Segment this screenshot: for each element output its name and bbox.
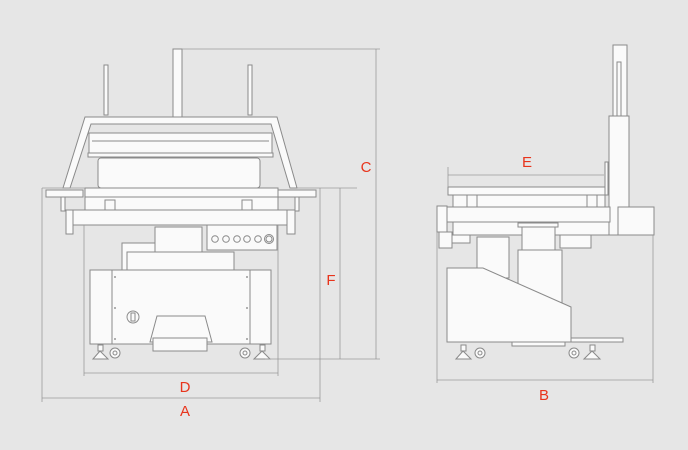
side-lower-frame [446, 206, 611, 223]
right-caster-icon [239, 347, 251, 359]
left-guide-rod [103, 64, 109, 116]
dimension-label-d: D [180, 379, 191, 396]
side-view [436, 44, 655, 360]
side-right-foot-icon [582, 344, 602, 360]
side-work-table [447, 186, 606, 196]
side-left-caster-icon [474, 347, 486, 359]
drawer [149, 315, 213, 343]
side-cabinet [446, 267, 572, 343]
side-column-base [617, 206, 655, 236]
cylinder [521, 226, 556, 251]
left-foot-icon [91, 344, 110, 360]
control-button-2 [222, 235, 230, 243]
dimension-label-e: E [522, 154, 532, 171]
right-guide-rod [247, 64, 253, 116]
press-beam [88, 132, 273, 154]
dimension-label-a: A [180, 403, 190, 420]
side-column-top [612, 44, 628, 118]
right-foot-icon [252, 344, 272, 360]
side-left-foot-icon [454, 344, 473, 360]
control-button-1 [211, 235, 219, 243]
left-caster-icon [109, 343, 121, 359]
gearbox [126, 251, 235, 271]
control-panel [206, 224, 278, 251]
work-table [84, 187, 279, 198]
motor [154, 226, 203, 253]
emergency-stop-icon [264, 234, 274, 244]
platen-body [97, 157, 261, 189]
front-view [45, 48, 317, 360]
drawer-tray [152, 337, 208, 352]
control-buttons [211, 234, 274, 244]
center-column [172, 48, 183, 119]
control-button-5 [254, 235, 262, 243]
key-switch-icon [126, 310, 140, 324]
right-wing [277, 189, 317, 198]
lower-frame [65, 209, 296, 226]
control-button-3 [233, 235, 241, 243]
dimension-label-b: B [539, 387, 549, 404]
front-dimensions: D A C F [41, 48, 380, 420]
press-plate [87, 152, 274, 158]
side-right-caster-icon [568, 347, 580, 359]
left-wing [45, 189, 84, 198]
dimension-label-f: F [326, 272, 335, 289]
control-button-4 [243, 235, 251, 243]
side-dimensions: E B [436, 154, 654, 404]
dimension-label-c: C [361, 159, 372, 176]
foot-plate [570, 337, 624, 343]
